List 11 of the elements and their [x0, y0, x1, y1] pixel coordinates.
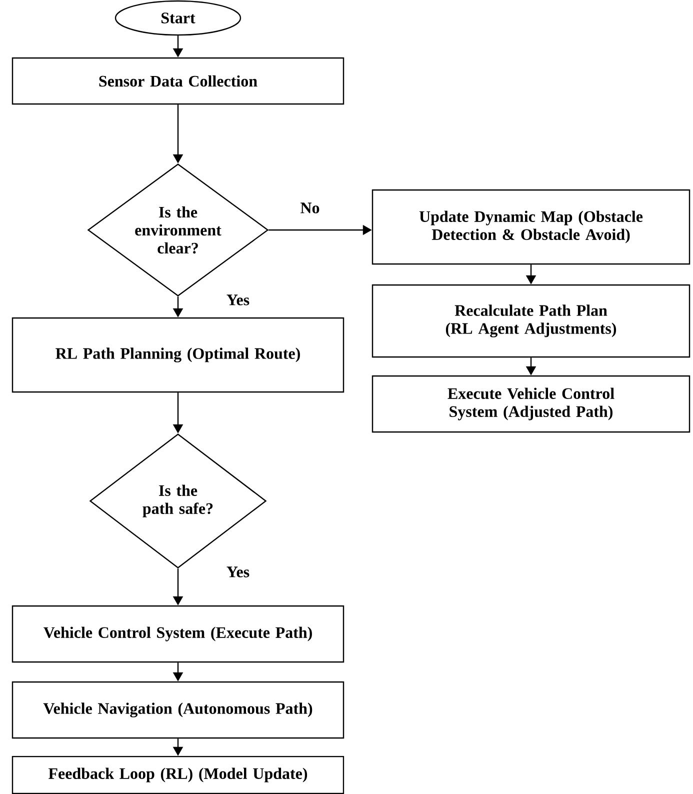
edge-label: No — [299, 202, 321, 214]
process-box: RL Path Planning (Optimal Route) — [12, 317, 344, 393]
process-box: Update Dynamic Map (Obstacle Detection & Obstacle Avoid) — [372, 189, 690, 265]
process-box: Vehicle Control System (Execute Path) — [12, 605, 344, 663]
process-box: Recalculate Path Plan (RL Agent Adjustments) — [372, 284, 690, 358]
process-box: Feedback Loop (RL) (Model Update) — [12, 756, 344, 794]
edge-label: Yes — [225, 294, 251, 306]
edge-label: Yes — [225, 566, 251, 578]
process-box: Execute Vehicle Control System (Adjusted Path) — [372, 375, 690, 433]
process-box: Sensor Data Collection — [12, 57, 344, 105]
process-box: Vehicle Navigation (Autonomous Path) — [12, 681, 344, 739]
